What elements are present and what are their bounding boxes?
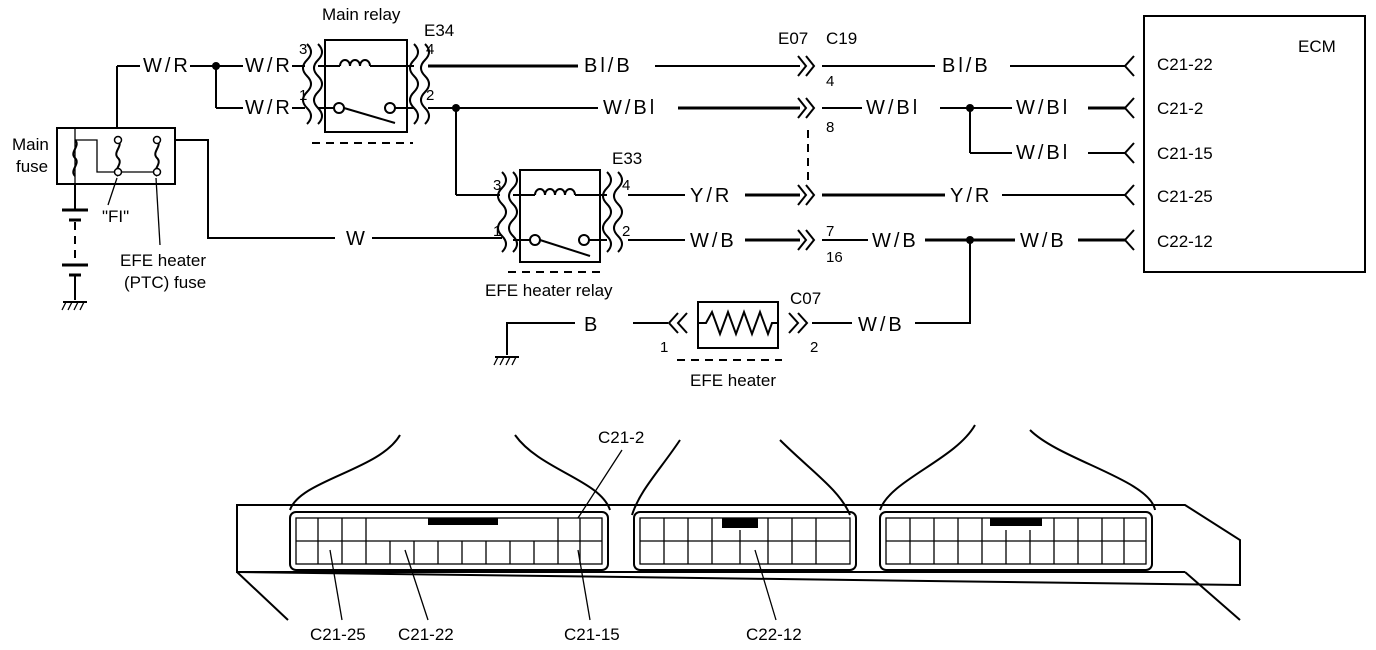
- joint-label-c19: C19: [826, 29, 857, 48]
- wire-label-w-b-3: W/B: [1020, 230, 1067, 252]
- efe-heater-pin-2: 2: [810, 339, 818, 356]
- wire-label-bl-b-2: Bl/B: [942, 55, 991, 77]
- efe-relay-pin-1: 1: [493, 223, 501, 240]
- ecm-terminal-c22-12: C22-12: [1157, 232, 1213, 251]
- main-relay-connector: E34: [424, 21, 454, 40]
- wire-w: W: [175, 139, 502, 250]
- ecm-connector-view: C21-2 C21-25 C21-22 C21-15 C22-12: [236, 424, 1241, 644]
- connector-label-c21-15: C21-15: [564, 625, 620, 644]
- connector-label-c22-12: C22-12: [746, 625, 802, 644]
- wire-label-w-bl-3: W/Bl: [1016, 97, 1070, 119]
- main-relay-pin-4: 4: [426, 41, 434, 58]
- efe-relay-connector: E33: [612, 149, 642, 168]
- main-relay-pin-1: 1: [299, 87, 307, 104]
- wire-label-y-r-1: Y/R: [690, 185, 732, 207]
- wire-label-w-bl-2: W/Bl: [866, 97, 920, 119]
- wire-label-w-bl-1: W/Bl: [603, 97, 657, 119]
- efe-relay-pin-3: 3: [493, 177, 501, 194]
- efe-heater-pin-1: 1: [660, 339, 668, 356]
- fi-fuse-label: "FI": [102, 207, 129, 226]
- joint-connector: E07 C19 4 8 7 16: [778, 29, 857, 266]
- main-fuse: Main fuse "FI" EFE heater (PTC) fuse: [12, 127, 206, 292]
- ecm-module: ECM C21-22 C21-2 C21-15 C21-25 C22-12: [1123, 15, 1366, 273]
- efe-relay-pin-4: 4: [622, 177, 630, 194]
- connector-label-c21-22: C21-22: [398, 625, 454, 644]
- wire-label-w-b-2: W/B: [872, 230, 919, 252]
- wire-label-w-r-1: W/R: [143, 55, 191, 77]
- joint-pin-4: 4: [826, 73, 834, 90]
- wire-label-w-r-2: W/R: [245, 55, 293, 77]
- efe-relay-label: EFE heater relay: [485, 281, 613, 300]
- ecm-terminal-c21-2: C21-2: [1157, 99, 1203, 118]
- wire-bl-b: Bl/B Bl/B: [428, 55, 1125, 77]
- wire-label-w-bl-4: W/Bl: [1016, 142, 1070, 164]
- wire-label-w-b-4: W/B: [858, 314, 905, 336]
- wire-label-y-r-2: Y/R: [950, 185, 992, 207]
- ecm-title: ECM: [1298, 37, 1336, 56]
- battery-symbol: [61, 184, 88, 311]
- wire-y-r: Y/R Y/R: [628, 185, 1125, 207]
- ecm-terminal-c21-25: C21-25: [1157, 187, 1213, 206]
- joint-label-e07: E07: [778, 29, 808, 48]
- joint-pin-8: 8: [826, 119, 834, 136]
- wire-label-b: B: [584, 314, 600, 336]
- ecm-terminal-c21-15: C21-15: [1157, 144, 1213, 163]
- wire-label-w-b-1: W/B: [690, 230, 737, 252]
- joint-pin-7: 7: [826, 223, 834, 240]
- main-relay-pin-2: 2: [426, 87, 434, 104]
- connector-label-c21-25: C21-25: [310, 625, 366, 644]
- connector-label-c21-2: C21-2: [598, 428, 644, 447]
- main-fuse-label-2: fuse: [16, 157, 48, 176]
- main-relay-label: Main relay: [322, 5, 401, 24]
- efe-heater-connector: C07: [790, 289, 821, 308]
- wire-label-bl-b-1: Bl/B: [584, 55, 633, 77]
- efe-heater: C07 1 2 EFE heater: [633, 289, 821, 390]
- efe-heater-relay: E33 3 4 1 2 EFE heater relay: [485, 149, 642, 300]
- efe-fuse-label-1: EFE heater: [120, 251, 206, 270]
- efe-relay-pin-2: 2: [622, 223, 630, 240]
- efe-fuse-label-2: (PTC) fuse: [124, 273, 206, 292]
- wire-w-r: W/R W/R W/R: [116, 55, 305, 128]
- main-fuse-label-1: Main: [12, 135, 49, 154]
- wire-w-bl: W/Bl W/Bl W/Bl W/Bl: [428, 97, 1125, 196]
- ecm-terminal-c21-22: C21-22: [1157, 55, 1213, 74]
- wire-w-b: W/B W/B W/B W/B: [628, 230, 1125, 336]
- efe-heater-label: EFE heater: [690, 371, 776, 390]
- main-relay-pin-3: 3: [299, 41, 307, 58]
- main-relay: Main relay E34 3 4 1 2: [299, 5, 454, 144]
- wire-label-w-r-3: W/R: [245, 97, 293, 119]
- joint-pin-16: 16: [826, 249, 843, 266]
- wire-label-w: W: [346, 228, 368, 250]
- wire-b: B: [493, 314, 600, 366]
